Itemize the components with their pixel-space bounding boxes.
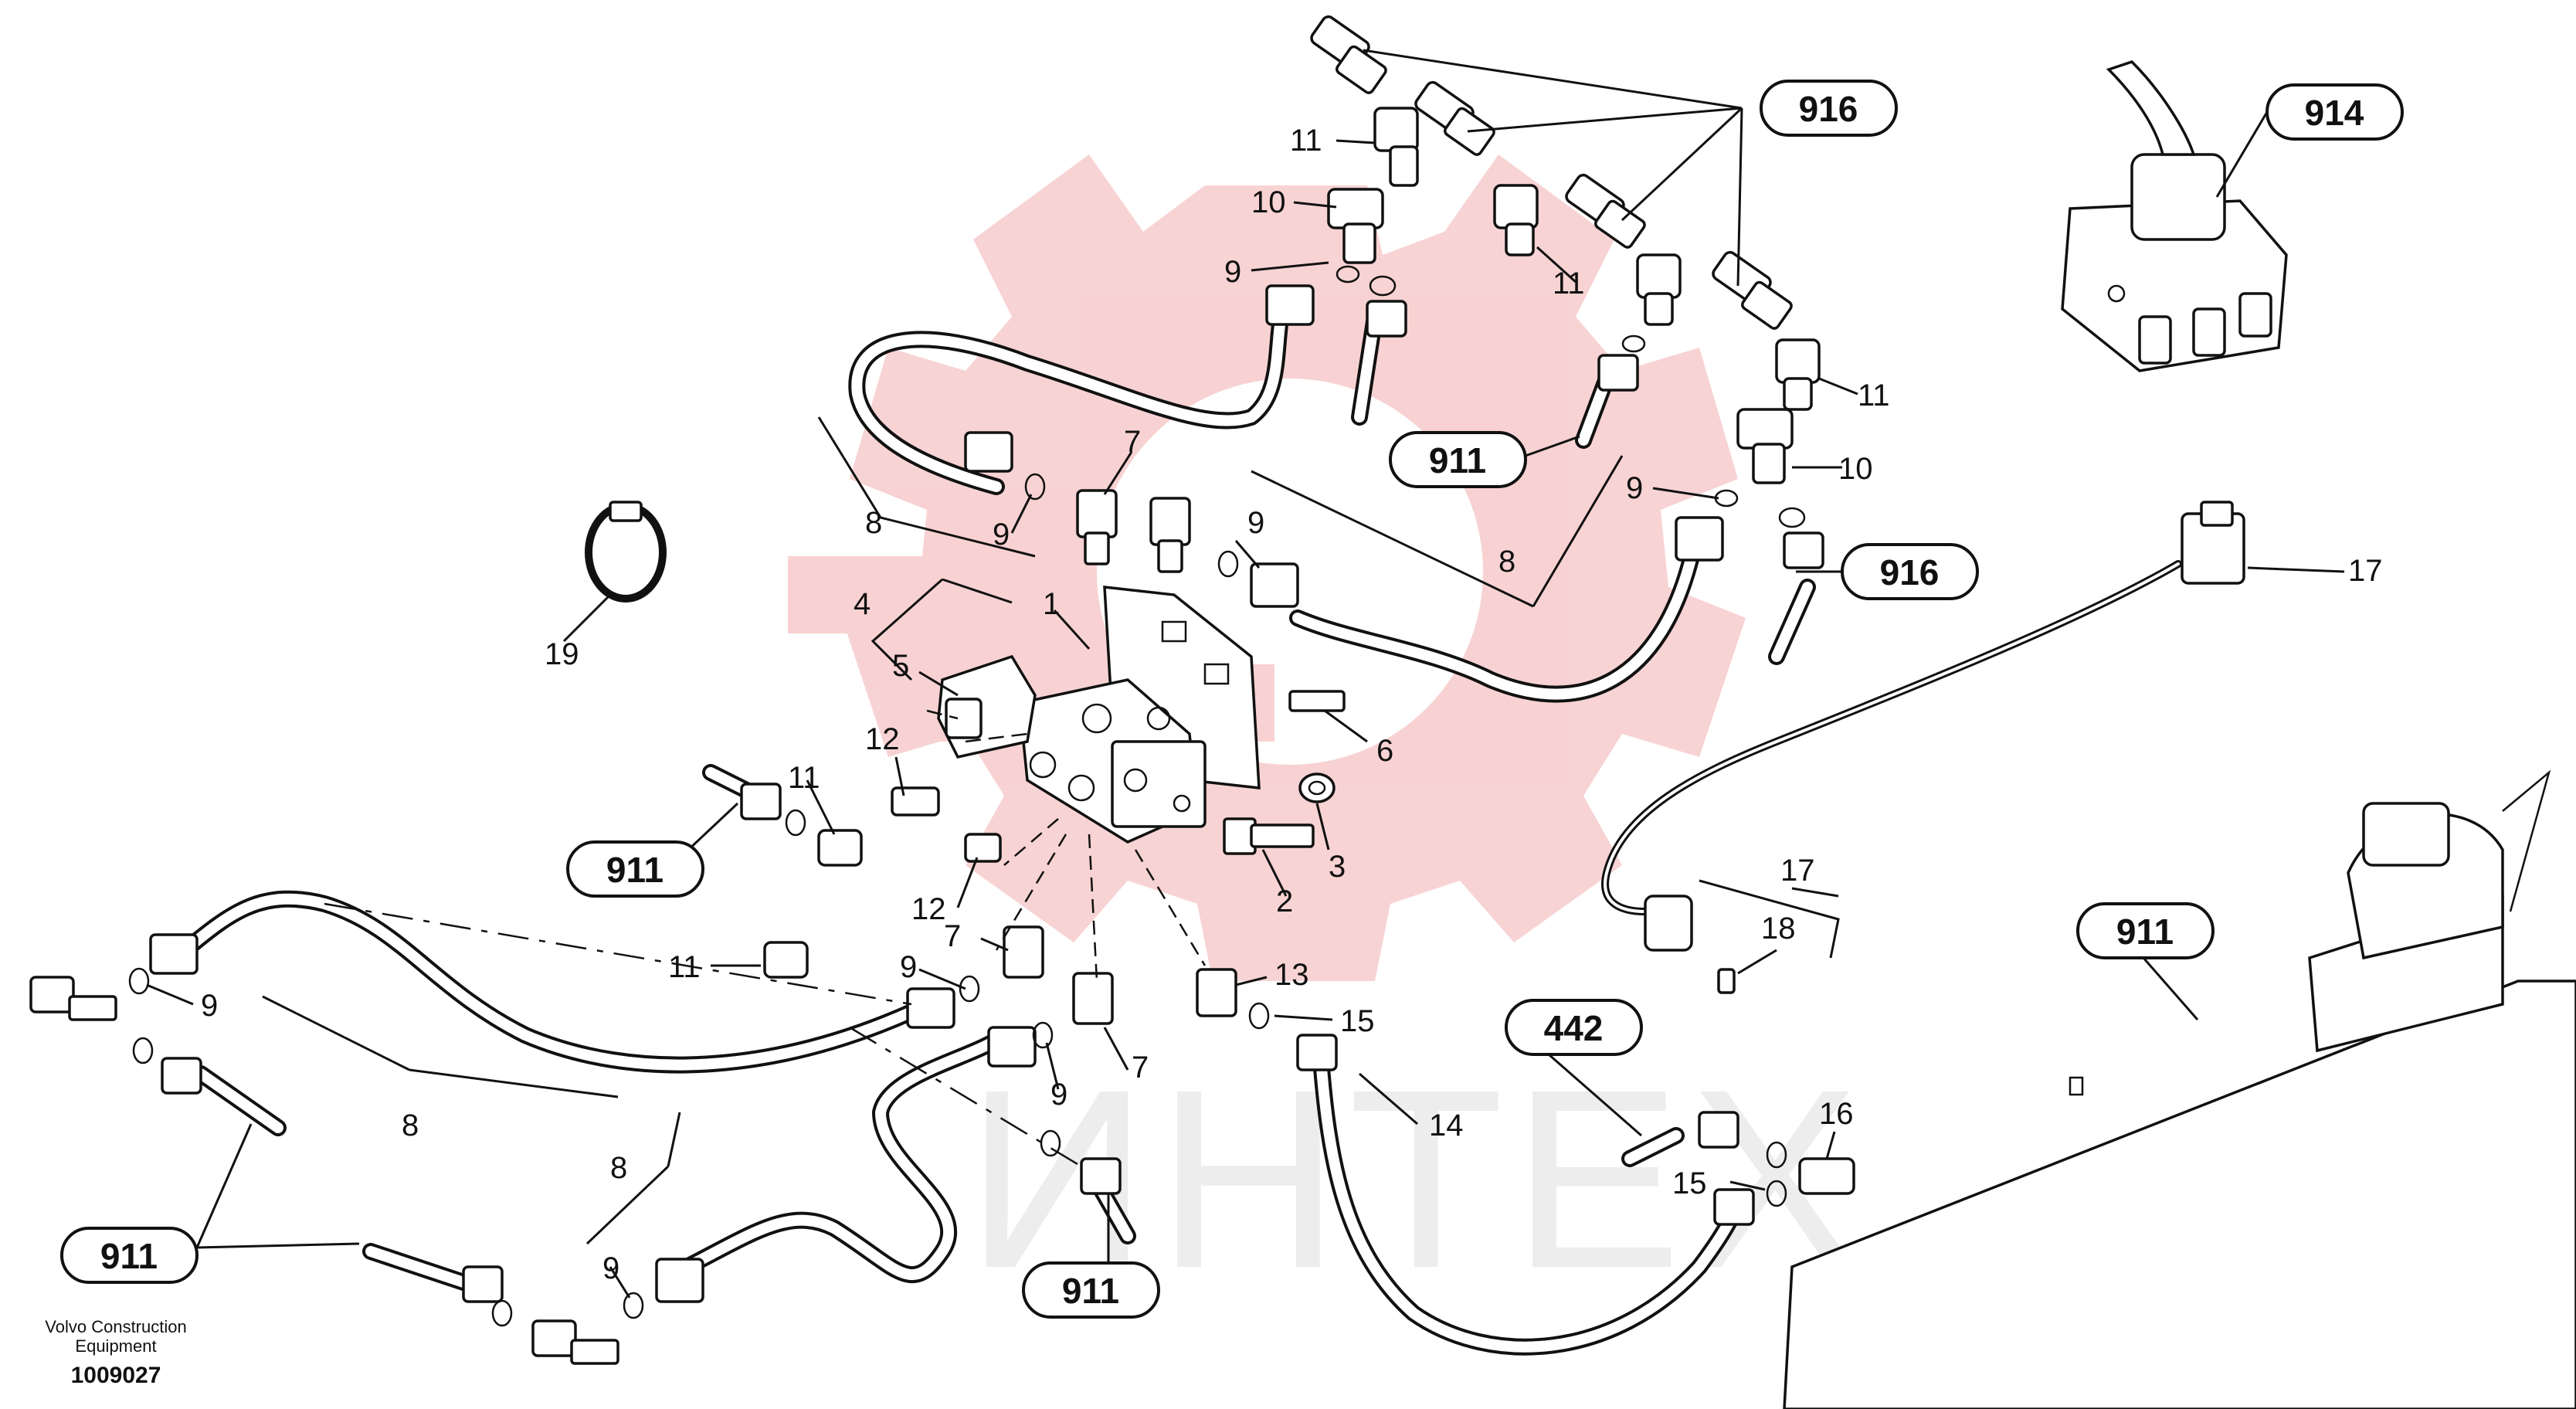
bolt-icon bbox=[1223, 690, 1346, 855]
company-line2: Equipment bbox=[75, 1336, 156, 1356]
wire-harness bbox=[1601, 501, 2245, 994]
callout-911-upper: 911 bbox=[1389, 431, 1527, 488]
part-label: 18 bbox=[1761, 912, 1796, 946]
elbow-fitting-icon bbox=[763, 107, 1821, 979]
part-label: 15 bbox=[1340, 1004, 1375, 1038]
joystick-pilot-control bbox=[2061, 59, 2288, 372]
part-label: 9 bbox=[900, 950, 917, 984]
part-label: 9 bbox=[1247, 506, 1264, 540]
part-labels: 1 2 3 4 5 6 7 7 7 8 8 8 8 9 9 9 9 9 9 9 … bbox=[201, 124, 2383, 1285]
part-label: 19 bbox=[545, 637, 579, 671]
company-line1: Volvo Construction bbox=[45, 1317, 186, 1336]
part-label: 7 bbox=[1124, 425, 1141, 459]
tee-fitting-icon bbox=[1327, 188, 1855, 1195]
part-label: 17 bbox=[1780, 854, 1815, 888]
hose-nut-icon bbox=[29, 284, 1824, 1365]
part-label: 7 bbox=[1132, 1051, 1149, 1085]
part-label: 9 bbox=[1050, 1078, 1067, 1112]
part-label: 15 bbox=[1672, 1166, 1707, 1200]
part-label: 9 bbox=[201, 989, 218, 1023]
fittings bbox=[29, 15, 1855, 1365]
part-label: 13 bbox=[1274, 958, 1309, 992]
part-label: 9 bbox=[602, 1251, 619, 1285]
callout-916-top-label: 916 bbox=[1799, 89, 1858, 129]
callout-911-bottom-label: 911 bbox=[1062, 1271, 1119, 1311]
callout-911-tank: 911 bbox=[2076, 902, 2215, 959]
hose-clamp-icon bbox=[585, 501, 667, 603]
part-label: 16 bbox=[1819, 1097, 1854, 1131]
part-label: 11 bbox=[1858, 379, 1890, 413]
part-label: 4 bbox=[854, 587, 871, 621]
callout-442: 442 bbox=[1505, 999, 1643, 1056]
callout-911-bottom-left: 911 bbox=[60, 1227, 199, 1284]
part-label: 11 bbox=[1553, 267, 1585, 300]
part-label: 2 bbox=[1276, 884, 1293, 918]
part-label: 11 bbox=[1290, 124, 1322, 158]
fluid-tank bbox=[1783, 769, 2576, 1409]
part-label: 10 bbox=[1251, 185, 1286, 219]
callout-911-bottom: 911 bbox=[1022, 1261, 1160, 1319]
part-label: 9 bbox=[1224, 255, 1241, 289]
part-label: 17 bbox=[2348, 554, 2383, 588]
part-label: 11 bbox=[668, 950, 701, 984]
part-label: 8 bbox=[610, 1151, 627, 1185]
callout-911-upper-label: 911 bbox=[1429, 440, 1486, 480]
callout-916-right-label: 916 bbox=[1880, 552, 1940, 592]
part-label: 12 bbox=[911, 892, 946, 926]
part-label: 6 bbox=[1376, 734, 1393, 768]
callout-914-label: 914 bbox=[2305, 93, 2364, 133]
callout-911-bottom-left-label: 911 bbox=[100, 1236, 158, 1276]
leader-lines bbox=[146, 49, 2345, 1299]
part-label: 5 bbox=[892, 649, 909, 683]
nipple-fitting-icon bbox=[1310, 15, 1793, 330]
part-label: 8 bbox=[865, 506, 882, 540]
part-label: 14 bbox=[1429, 1109, 1464, 1142]
callout-911-tank-label: 911 bbox=[2116, 912, 2174, 952]
part-label: 9 bbox=[1626, 471, 1643, 505]
part-label: 11 bbox=[788, 761, 820, 795]
part-label: 10 bbox=[1838, 452, 1873, 486]
drawing-number: 1009027 bbox=[71, 1363, 161, 1388]
adapter-fitting-icon bbox=[891, 489, 1237, 1025]
o-ring-icon bbox=[128, 265, 1806, 1327]
part-label: 7 bbox=[944, 919, 961, 953]
part-label: 9 bbox=[993, 518, 1010, 552]
part-label: 3 bbox=[1329, 850, 1346, 884]
corner-info: Volvo Construction Equipment 1009027 bbox=[45, 1317, 186, 1388]
callout-911-left: 911 bbox=[566, 840, 704, 898]
callout-911-left-label: 911 bbox=[606, 850, 664, 890]
part-label: 8 bbox=[1498, 545, 1515, 579]
part-label: 1 bbox=[1043, 587, 1060, 621]
callout-914: 914 bbox=[2265, 83, 2404, 141]
part-label: 8 bbox=[402, 1109, 419, 1142]
callout-442-label: 442 bbox=[1544, 1008, 1604, 1048]
part-label: 12 bbox=[865, 722, 900, 756]
callout-916-right: 916 bbox=[1841, 543, 1979, 600]
solenoid-valve-assembly bbox=[937, 586, 1261, 844]
callout-916-top: 916 bbox=[1760, 80, 1898, 137]
